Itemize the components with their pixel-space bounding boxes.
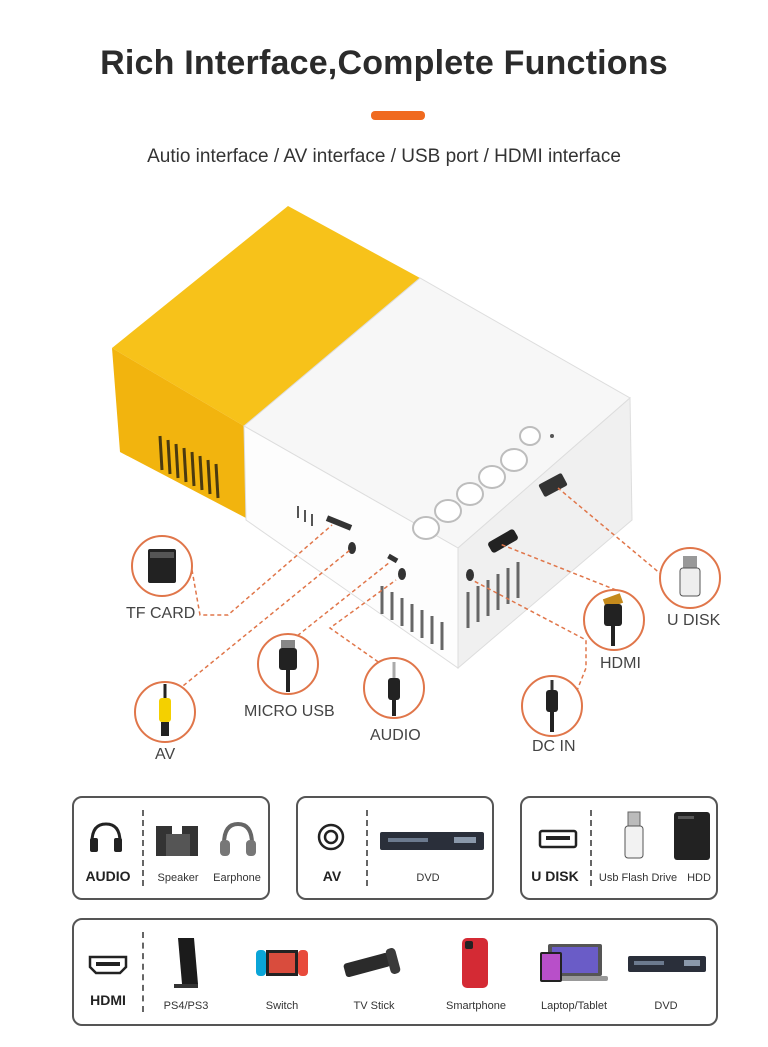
dvd-hdmi-label: DVD (654, 1000, 678, 1012)
usb-stick-icon (683, 556, 697, 568)
hdmi-port (488, 529, 518, 553)
headphones-icon (90, 822, 122, 852)
switch-label: Switch (265, 1000, 299, 1012)
projector-buttons (412, 426, 541, 540)
usb-port (538, 473, 568, 497)
laptop-tablet-label: Laptop/Tablet (540, 1000, 608, 1012)
projector-yellow-section (112, 206, 420, 518)
usb-flash-drive-icon (624, 811, 644, 859)
hdd-icon (674, 812, 710, 860)
dvd-player-icon-hdmi (628, 956, 706, 972)
udisk-panel-divider (590, 810, 592, 886)
dc-in-callout (521, 675, 583, 737)
hdmi-label: HDMI (600, 655, 641, 672)
av-port (348, 542, 356, 554)
ps4-console-icon (174, 938, 198, 988)
dvd-label: DVD (416, 872, 440, 884)
tv-stick-icon (343, 948, 401, 978)
page-subtitle: Autio interface / AV interface / USB por… (147, 146, 621, 167)
dc-port (466, 569, 474, 581)
audio-panel: AUDIO Speaker Earphone (72, 796, 270, 900)
dvd-player-icon (380, 832, 484, 850)
usb-port-icon (538, 829, 578, 849)
tv-stick-label: TV Stick (353, 1000, 395, 1012)
av-panel-divider (366, 810, 368, 886)
micro-usb-plug-icon (281, 640, 295, 648)
projector-diagram (112, 206, 721, 743)
av-callout (134, 681, 196, 743)
av-panel-label: AV (322, 868, 342, 884)
audio-panel-label: AUDIO (85, 868, 131, 884)
smartphone-icon (462, 938, 488, 988)
page-title: Rich Interface,Complete Functions (100, 44, 668, 82)
rca-yellow-plug-icon (159, 698, 171, 722)
audio-callout (363, 657, 425, 719)
hdd-label: HDD (687, 872, 711, 884)
micro-usb-port (387, 553, 399, 564)
u-disk-callout (659, 547, 721, 609)
tf-card-callout (131, 535, 193, 597)
hdmi-panel-divider (142, 932, 144, 1012)
hdmi-callout (583, 589, 645, 651)
title-accent-bar (371, 111, 425, 120)
tf-card-label: TF CARD (126, 605, 196, 622)
speaker-icon (156, 826, 198, 856)
micro-usb-callout (257, 633, 319, 695)
hdmi-panel: HDMI PS4/PS3 Switch TV Stick Smartphone … (72, 918, 718, 1026)
audio-jack-icon (388, 678, 400, 700)
earphone-label: Earphone (213, 872, 261, 884)
micro-usb-label: MICRO USB (244, 703, 335, 720)
u-disk-label: U DISK (667, 612, 721, 629)
callout-lines (177, 487, 669, 699)
dc-plug-icon (546, 690, 558, 712)
audio-panel-divider (142, 810, 144, 886)
av-label: AV (155, 746, 176, 763)
speaker-label: Speaker (157, 872, 199, 884)
av-panel: AV DVD (296, 796, 494, 900)
switch-console-icon (256, 950, 308, 976)
dc-in-label: DC IN (532, 738, 576, 755)
audio-port (398, 568, 406, 580)
hdmi-panel-label: HDMI (90, 992, 126, 1008)
av-jack-icon (317, 823, 345, 851)
earphone-icon (220, 821, 256, 856)
audio-label: AUDIO (370, 727, 421, 744)
udisk-panel: U DISK Usb Flash Drive HDD (520, 796, 718, 900)
udisk-panel-label: U DISK (531, 868, 579, 884)
laptop-tablet-icon (540, 944, 608, 982)
ps4-label: PS4/PS3 (163, 1000, 209, 1012)
hdmi-port-icon (88, 955, 128, 975)
usb-flash-drive-label: Usb Flash Drive (598, 872, 678, 884)
smartphone-label: Smartphone (446, 1000, 506, 1012)
tf-slot (325, 515, 353, 531)
